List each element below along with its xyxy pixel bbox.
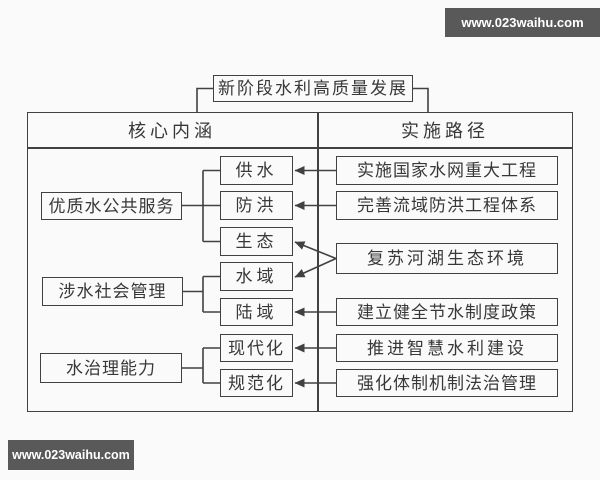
watermark-top-bar: www.023waihu.com (445, 8, 600, 37)
aspect-box-modernization: 现代化 (220, 334, 293, 362)
diagram-title-box: 新阶段水利高质量发展 (213, 75, 413, 102)
path-box-basin-flood-control-system: 完善流域防洪工程体系 (336, 191, 558, 220)
table-header-divider (27, 147, 573, 149)
title-right-connector (413, 87, 429, 112)
path-box-restore-river-lake-ecology: 复苏河湖生态环境 (336, 243, 558, 274)
table-frame (27, 112, 573, 412)
path-box-institutional-legal-management: 强化体制机制法治管理 (336, 369, 558, 397)
header-implementation-path: 实施路径 (401, 121, 489, 141)
group-box-water-governance-capacity: 水治理能力 (40, 353, 182, 383)
path-box-water-saving-policy: 建立健全节水制度政策 (336, 298, 558, 326)
aspect-box-water-supply: 供水 (220, 156, 293, 185)
aspect-box-flood-control: 防洪 (220, 191, 293, 220)
diagram-title: 新阶段水利高质量发展 (218, 79, 408, 98)
aspect-box-standardization: 规范化 (220, 369, 293, 397)
aspect-box-water-area: 水域 (220, 262, 293, 291)
aspect-box-land-area: 陆域 (220, 298, 293, 326)
header-core-content: 核心内涵 (128, 121, 216, 141)
title-left-connector (196, 87, 213, 112)
group-box-water-social-management: 涉水社会管理 (42, 277, 183, 306)
path-box-smart-water-construction: 推进智慧水利建设 (336, 334, 558, 362)
group-box-public-water-service: 优质水公共服务 (41, 192, 182, 220)
table-column-divider (317, 112, 319, 412)
watermark-top-text: www.023waihu.com (461, 15, 584, 30)
watermark-bottom-bar: www.023waihu.com (8, 440, 134, 470)
path-box-national-water-network: 实施国家水网重大工程 (336, 156, 558, 185)
aspect-box-ecology: 生态 (220, 227, 293, 256)
watermark-bottom-text: www.023waihu.com (12, 448, 130, 462)
